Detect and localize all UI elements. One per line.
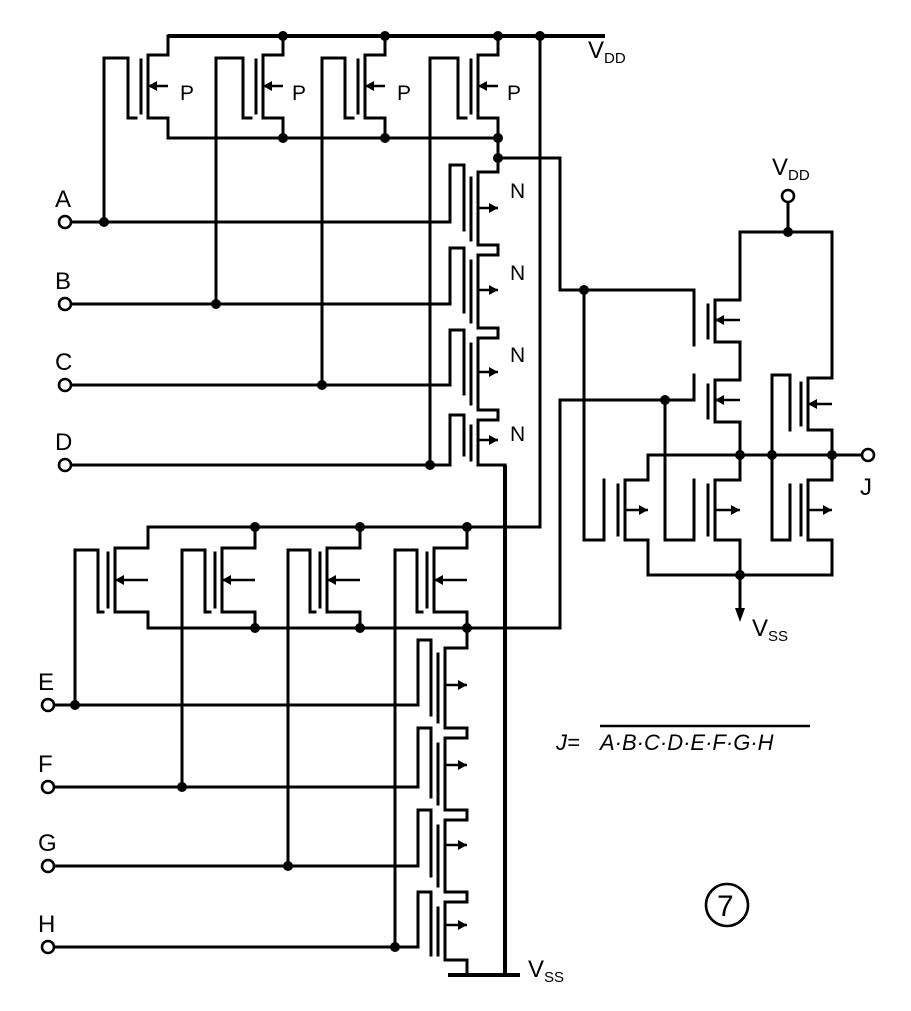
label-j: J xyxy=(860,474,872,501)
input-pin-a[interactable] xyxy=(57,214,73,230)
nmos-label-1: N xyxy=(510,180,525,203)
pmos-label-4: P xyxy=(507,82,521,105)
top-nand-gate xyxy=(68,31,605,470)
ground-arrow xyxy=(735,608,745,622)
input-pin-d[interactable] xyxy=(57,457,73,473)
label-c: C xyxy=(55,349,72,376)
pmos-label-3: P xyxy=(397,82,411,105)
pmos-label-1: P xyxy=(180,82,194,105)
label-f: F xyxy=(38,751,53,778)
pmos-transistor-a xyxy=(102,34,170,224)
label-vdd-right: VDD xyxy=(772,154,810,184)
nmos-label-3: N xyxy=(510,344,525,367)
input-pins xyxy=(40,188,876,955)
labels: A B C D E F G H J VDD VDD VSS VSS P P P … xyxy=(38,37,872,986)
pmos-label-2: P xyxy=(292,82,306,105)
label-vss-bottom: VSS xyxy=(528,956,564,986)
input-pin-h[interactable] xyxy=(40,939,56,955)
pmos-transistor-e xyxy=(73,525,150,707)
label-d: D xyxy=(55,429,72,456)
input-pin-b[interactable] xyxy=(57,296,73,312)
label-h: H xyxy=(38,911,55,938)
nmos-label-2: N xyxy=(510,262,525,285)
input-pin-f[interactable] xyxy=(40,779,56,795)
bottom-nand-gate xyxy=(50,398,667,977)
vdd-pin-right[interactable] xyxy=(780,188,796,204)
label-b: B xyxy=(55,268,71,295)
pmos-transistor-f xyxy=(180,525,257,789)
equation-lhs: J= xyxy=(555,730,580,755)
label-g: G xyxy=(38,830,57,857)
label-a: A xyxy=(55,186,71,213)
input-pin-g[interactable] xyxy=(40,858,56,874)
label-vss-right: VSS xyxy=(752,615,788,645)
figure-number-circle xyxy=(704,882,750,928)
label-e: E xyxy=(38,669,54,696)
input-pin-e[interactable] xyxy=(40,697,56,713)
input-pin-c[interactable] xyxy=(57,377,73,393)
pmos-transistor-g xyxy=(286,525,362,868)
output-pin-j[interactable] xyxy=(860,447,876,463)
nmos-label-4: N xyxy=(510,423,525,446)
pmos-transistor-b xyxy=(214,34,285,306)
nmos-stack-top xyxy=(102,156,507,467)
nmos-stack-bottom xyxy=(73,626,520,977)
equation-rhs: A·B·C·D·E·F·G·H xyxy=(598,730,774,755)
output-stage xyxy=(558,198,864,622)
pmos-transistor-c xyxy=(320,34,387,387)
figure-number: 7 xyxy=(717,890,734,923)
label-vdd-top: VDD xyxy=(588,37,626,67)
